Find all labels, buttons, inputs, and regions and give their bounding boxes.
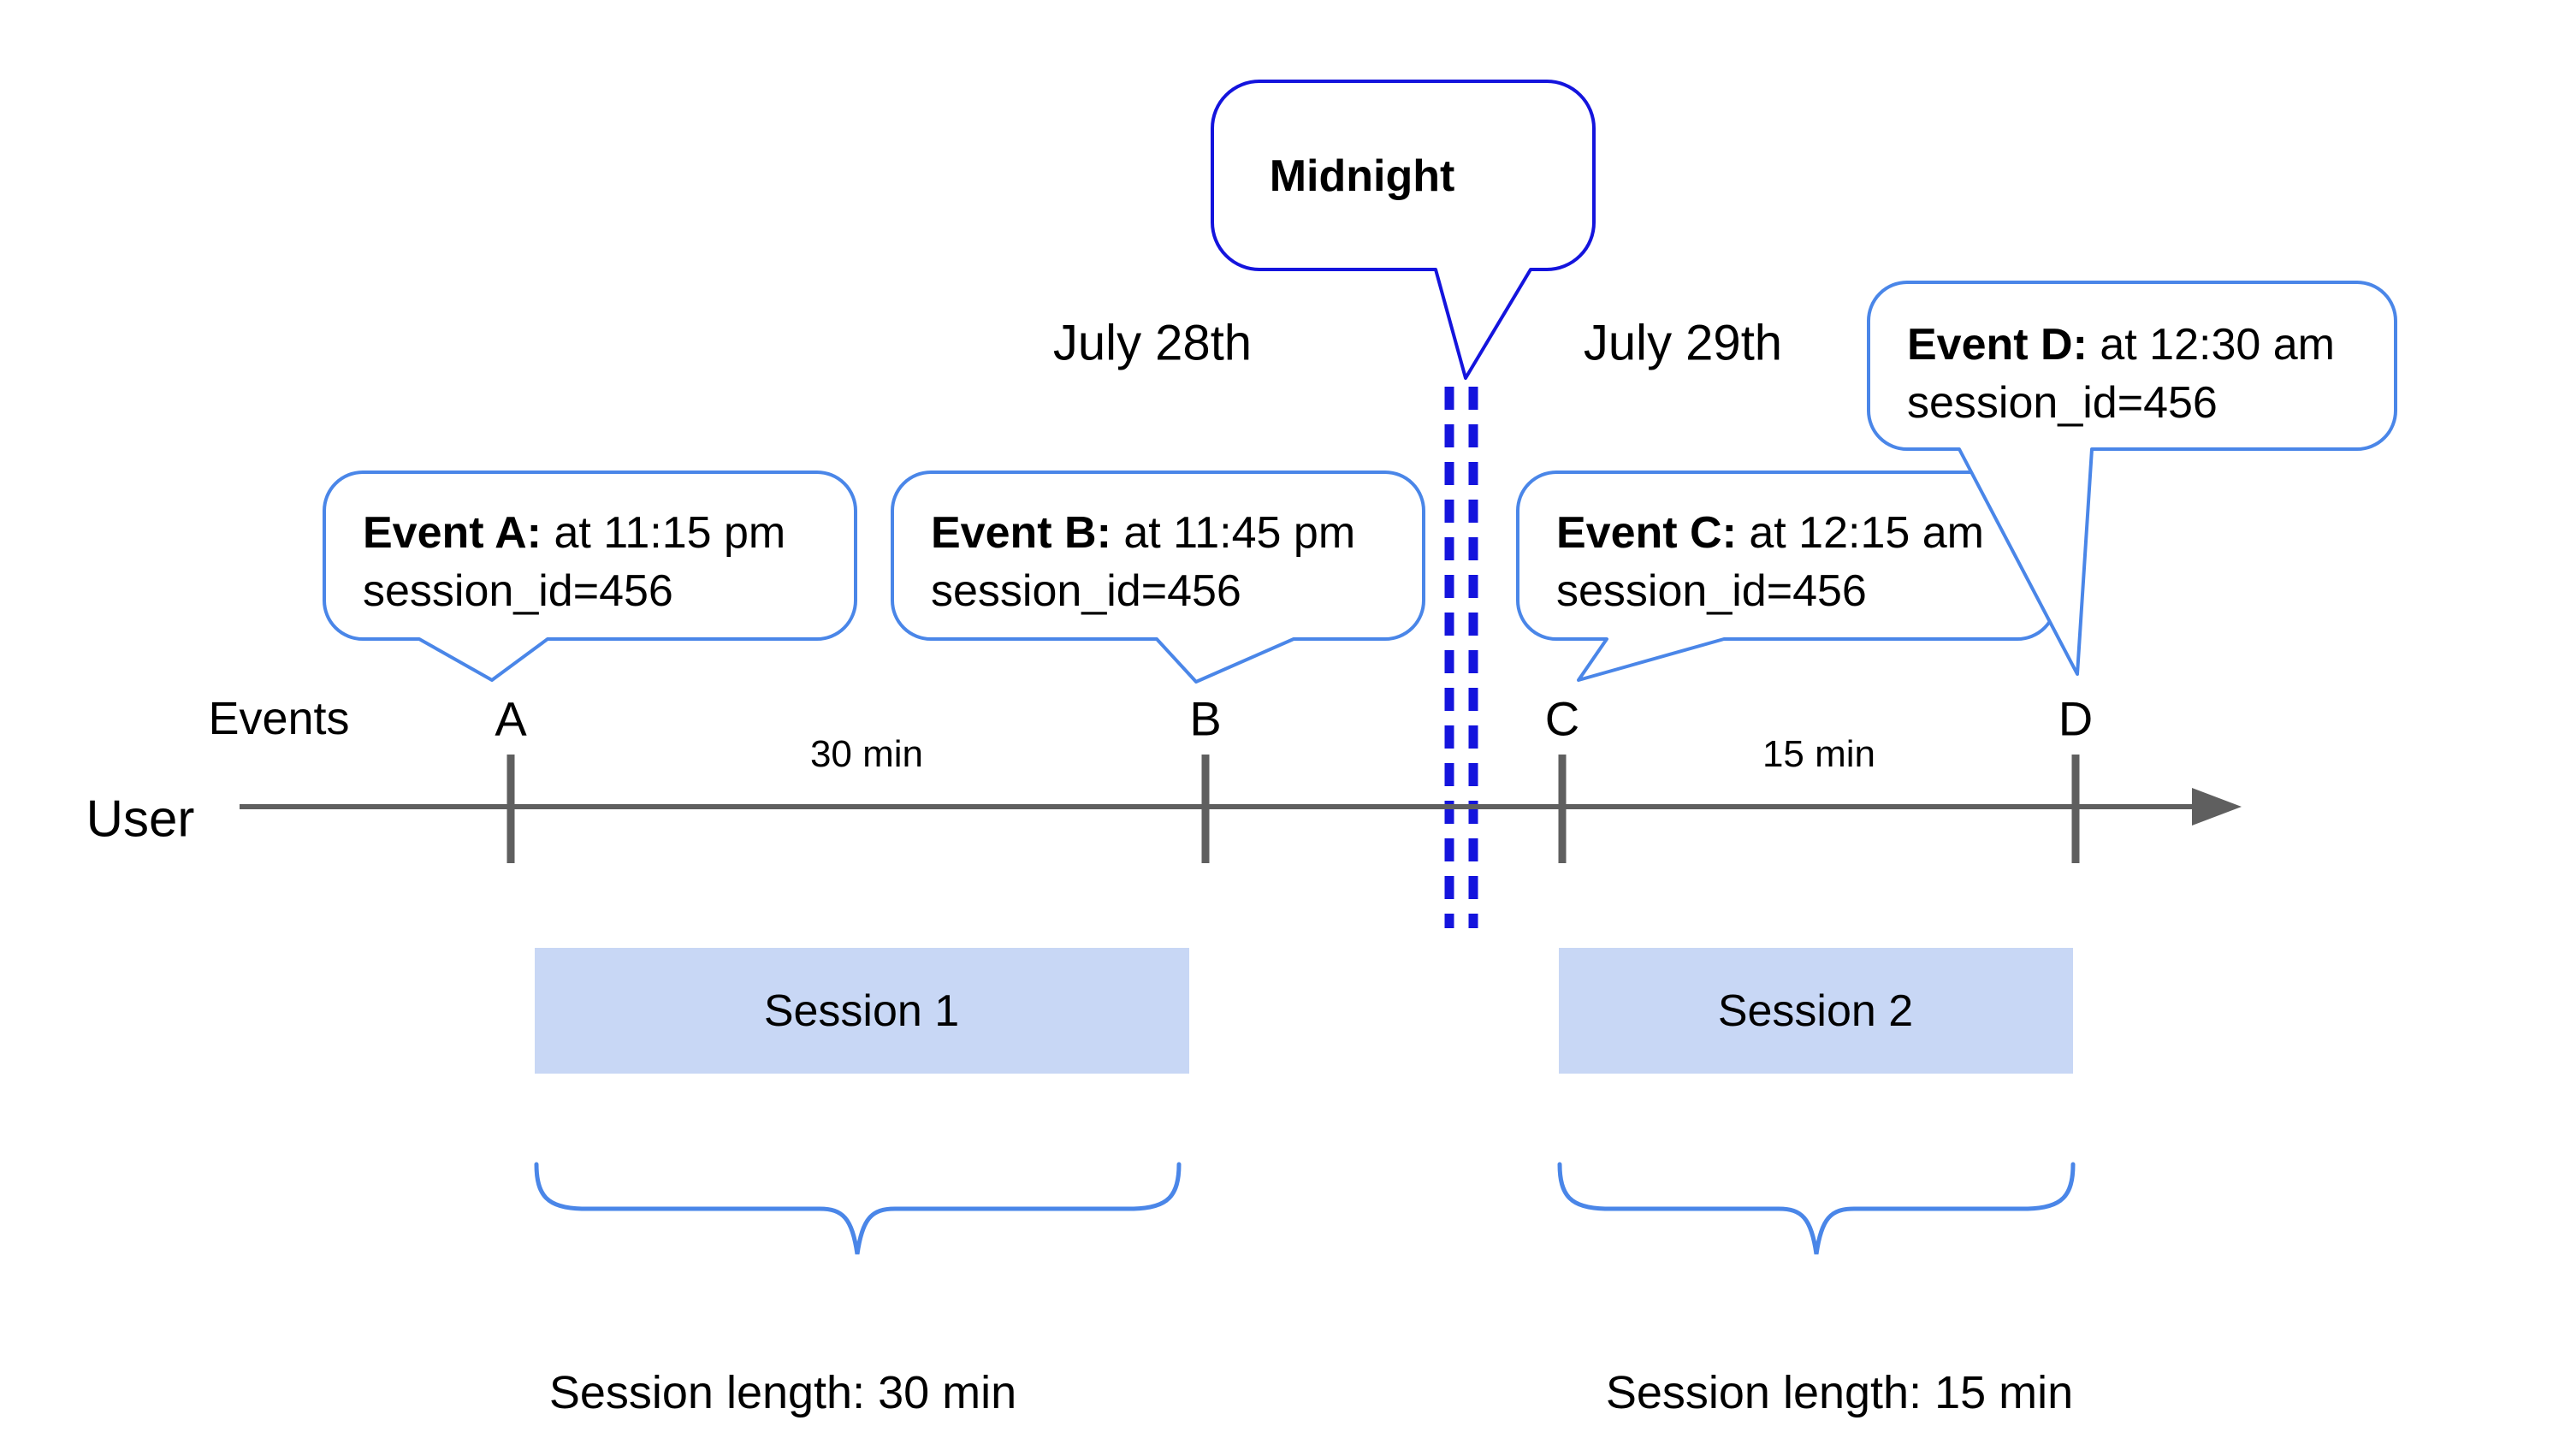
date-july-29: July 29th <box>1583 315 1783 371</box>
event-d-callout-bubble <box>1867 281 2397 676</box>
session-2-brace <box>1557 1162 2076 1255</box>
interval-label-15min: 15 min <box>1762 733 1876 775</box>
session-2-label: Session 2 <box>1717 986 1914 1036</box>
tick-label-d: D <box>2058 691 2094 746</box>
tick-label-a: A <box>495 691 527 746</box>
event-c-callout-text: Event C: at 12:15 am session_id=456 <box>1556 504 1984 620</box>
tick-label-c: C <box>1544 691 1580 746</box>
event-d-line2: session_id=456 <box>1907 378 2218 428</box>
midnight-divider-dashed-lines <box>1444 387 1478 928</box>
event-d-line1: Event D: at 12:30 am <box>1907 320 2335 370</box>
session-1-box <box>535 948 1189 1074</box>
event-b-line2: session_id=456 <box>931 566 1241 616</box>
midnight-label: Midnight <box>1269 151 1455 201</box>
midnight-callout-bubble <box>1211 80 1596 380</box>
event-b-callout-text: Event B: at 11:45 pm session_id=456 <box>931 504 1355 620</box>
events-axis-label: Events <box>208 693 350 744</box>
event-tick-marks <box>506 755 2080 863</box>
date-july-28: July 28th <box>1052 315 1253 371</box>
event-a-line2: session_id=456 <box>363 566 673 616</box>
event-a-line1: Event A: at 11:15 pm <box>363 508 786 558</box>
tick-label-b: B <box>1189 691 1222 746</box>
user-axis-label: User <box>86 790 195 848</box>
session-2-length-label: Session length: 15 min <box>1605 1367 2074 1418</box>
session-1-length-label: Session length: 30 min <box>548 1367 1017 1418</box>
timeline-arrowhead-icon <box>2192 788 2242 826</box>
session-2-box <box>1559 948 2073 1074</box>
event-c-line1: Event C: at 12:15 am <box>1556 508 1984 558</box>
session-1-brace <box>534 1162 1182 1255</box>
event-c-line2: session_id=456 <box>1556 566 1867 616</box>
event-a-callout-bubble <box>323 471 857 682</box>
interval-label-30min: 30 min <box>809 733 924 775</box>
event-b-callout-bubble <box>891 471 1425 684</box>
session-1-label: Session 1 <box>763 986 960 1036</box>
event-d-callout-text: Event D: at 12:30 am session_id=456 <box>1907 316 2335 432</box>
event-b-line1: Event B: at 11:45 pm <box>931 508 1356 558</box>
event-a-callout-text: Event A: at 11:15 pm session_id=456 <box>363 504 785 620</box>
